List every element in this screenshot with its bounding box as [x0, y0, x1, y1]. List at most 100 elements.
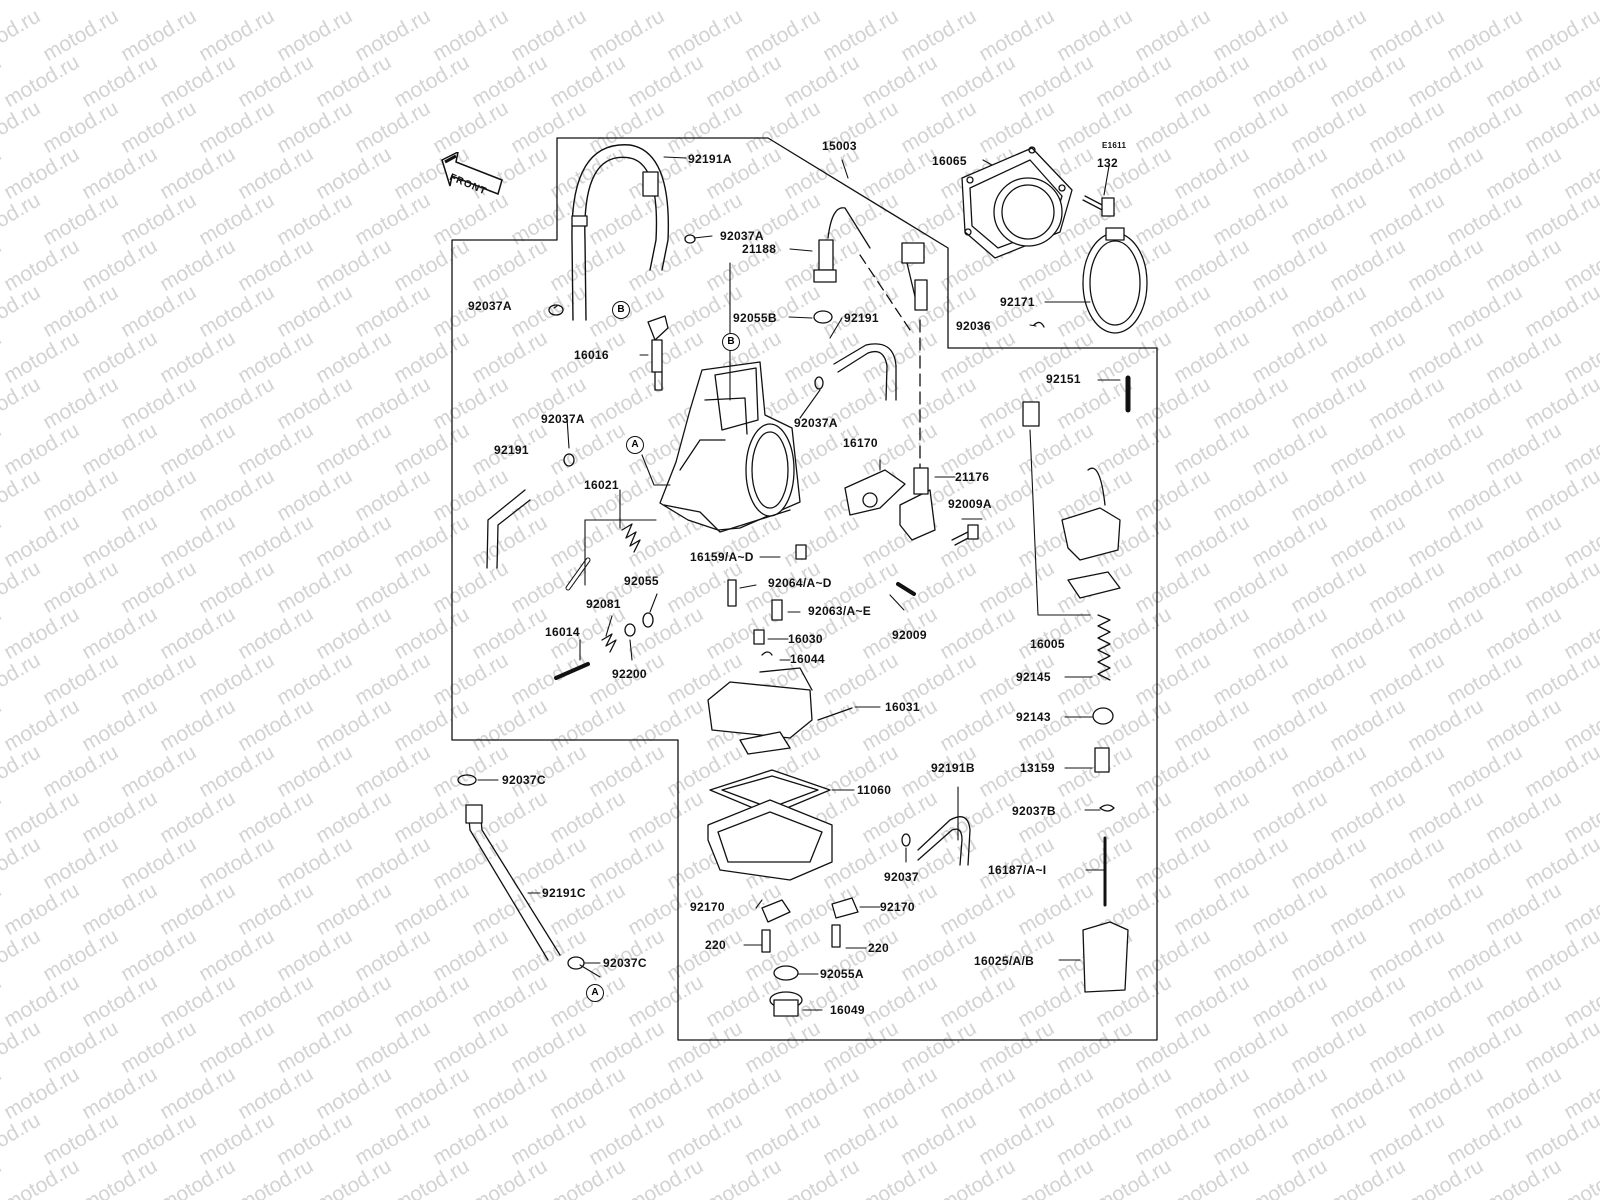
jet-92063 — [771, 599, 783, 621]
hose-92191a — [571, 144, 670, 321]
coupling-92151-top — [1022, 401, 1040, 427]
o-ring-92055 — [642, 612, 654, 628]
part-label-92145[interactable]: 92145 — [1016, 670, 1051, 684]
sensor-21188 — [813, 207, 928, 331]
part-label-16065[interactable]: 16065 — [932, 154, 967, 168]
callout-b-body: B — [722, 333, 740, 351]
intake-manifold-16065 — [961, 146, 1073, 259]
part-label-92037b[interactable]: 92037B — [1012, 804, 1056, 818]
part-label-16187[interactable]: 16187/A~I — [988, 863, 1047, 877]
drain-plug-16049 — [769, 991, 803, 1017]
part-label-16030[interactable]: 16030 — [788, 632, 823, 646]
part-label-21176[interactable]: 21176 — [955, 470, 990, 484]
part-label-15003[interactable]: 15003 — [822, 139, 857, 153]
part-label-92009[interactable]: 92009 — [892, 628, 927, 642]
clamp-92037 — [901, 833, 911, 847]
front-direction-arrow-icon — [441, 152, 503, 195]
part-label-16031[interactable]: 16031 — [885, 700, 920, 714]
part-label-92037[interactable]: 92037 — [884, 870, 919, 884]
part-label-92037a-mid[interactable]: 92037A — [794, 416, 838, 430]
carburetor-body — [659, 361, 801, 533]
o-ring-92055a — [773, 965, 799, 981]
clamp-92037c-bottom — [567, 956, 585, 970]
screw-92009 — [896, 582, 916, 596]
part-label-92037a-top[interactable]: 92037A — [720, 229, 764, 243]
screw-16159 — [795, 544, 807, 560]
clamp-92037a-body — [563, 453, 575, 467]
part-label-92055a[interactable]: 92055A — [820, 967, 864, 981]
jet-92064 — [727, 579, 737, 607]
bolt-220-right — [831, 924, 841, 948]
part-label-16170[interactable]: 16170 — [843, 436, 878, 450]
bracket-92170-right — [831, 897, 859, 919]
float-16031 — [707, 667, 853, 755]
part-label-16049[interactable]: 16049 — [830, 1003, 865, 1017]
float-bowl-11060 — [707, 769, 833, 881]
leader-lines — [477, 156, 1121, 1011]
part-label-92191-top[interactable]: 92191 — [844, 311, 879, 325]
hose-92191-left — [486, 489, 531, 569]
part-label-92037c-bottom[interactable]: 92037C — [603, 956, 647, 970]
diagram-code: E1611 — [1102, 141, 1127, 150]
part-label-92151[interactable]: 92151 — [1046, 372, 1081, 386]
part-label-92200[interactable]: 92200 — [612, 667, 647, 681]
hose-92191c — [465, 804, 561, 961]
part-label-16025[interactable]: 16025/A/B — [974, 954, 1035, 968]
part-label-220-left[interactable]: 220 — [705, 938, 726, 952]
spring-92145 — [1097, 614, 1111, 681]
bolt-220-left — [761, 929, 771, 953]
jet-16030 — [753, 629, 765, 645]
clamp-92036 — [1033, 321, 1045, 328]
bracket-92170-left — [761, 899, 791, 923]
part-label-16044[interactable]: 16044 — [790, 652, 825, 666]
slide-16025 — [1082, 921, 1129, 993]
part-label-92191-left[interactable]: 92191 — [494, 443, 529, 457]
callout-a-body: A — [626, 436, 644, 454]
screw-92009a — [951, 524, 979, 546]
part-label-16005[interactable]: 16005 — [1030, 637, 1065, 651]
clip-92037b — [1099, 804, 1115, 812]
part-label-220-right[interactable]: 220 — [868, 941, 889, 955]
assembly-boundary-line — [451, 137, 1158, 1041]
part-label-92170-right[interactable]: 92170 — [880, 900, 915, 914]
part-label-92063[interactable]: 92063/A~E — [808, 604, 872, 618]
clip-16044 — [761, 651, 773, 656]
part-label-92055[interactable]: 92055 — [624, 574, 659, 588]
part-label-16021[interactable]: 16021 — [584, 478, 619, 492]
part-label-16016[interactable]: 16016 — [574, 348, 609, 362]
connector-21176 — [913, 467, 929, 495]
part-label-92191c[interactable]: 92191C — [542, 886, 586, 900]
part-label-92191b[interactable]: 92191B — [931, 761, 975, 775]
o-ring-92055b — [813, 310, 833, 324]
part-label-92081[interactable]: 92081 — [586, 597, 621, 611]
part-label-16014[interactable]: 16014 — [545, 625, 580, 639]
clamp-92037a-top — [684, 234, 696, 244]
valve-13159 — [1094, 747, 1110, 773]
part-label-16159[interactable]: 16159/A~D — [690, 550, 754, 564]
part-label-132[interactable]: 132 — [1097, 156, 1118, 170]
part-label-92037a-left[interactable]: 92037A — [468, 299, 512, 313]
part-label-11060[interactable]: 11060 — [857, 783, 892, 797]
part-label-92037c-top[interactable]: 92037C — [502, 773, 546, 787]
part-label-21188[interactable]: 21188 — [742, 242, 777, 256]
part-label-13159[interactable]: 13159 — [1020, 761, 1055, 775]
part-label-92143[interactable]: 92143 — [1016, 710, 1051, 724]
part-label-92064[interactable]: 92064/A~D — [768, 576, 832, 590]
seal-92143 — [1092, 707, 1114, 725]
part-label-92055b[interactable]: 92055B — [733, 311, 777, 325]
callout-b-hose: B — [612, 301, 630, 319]
part-label-92171[interactable]: 92171 — [1000, 295, 1035, 309]
part-label-92170-left[interactable]: 92170 — [690, 900, 725, 914]
clamp-92037c-top — [457, 774, 477, 786]
cap-assembly-16005 — [1061, 467, 1121, 599]
callout-a-hose: A — [586, 984, 604, 1002]
clamp-92037a-left — [548, 304, 564, 316]
bolt-132 — [1082, 195, 1115, 217]
part-label-92036[interactable]: 92036 — [956, 319, 991, 333]
part-label-92009a[interactable]: 92009A — [948, 497, 992, 511]
clamp-92171 — [1082, 227, 1148, 334]
part-label-92191a[interactable]: 92191A — [688, 152, 732, 166]
part-label-92037a-body[interactable]: 92037A — [541, 412, 585, 426]
